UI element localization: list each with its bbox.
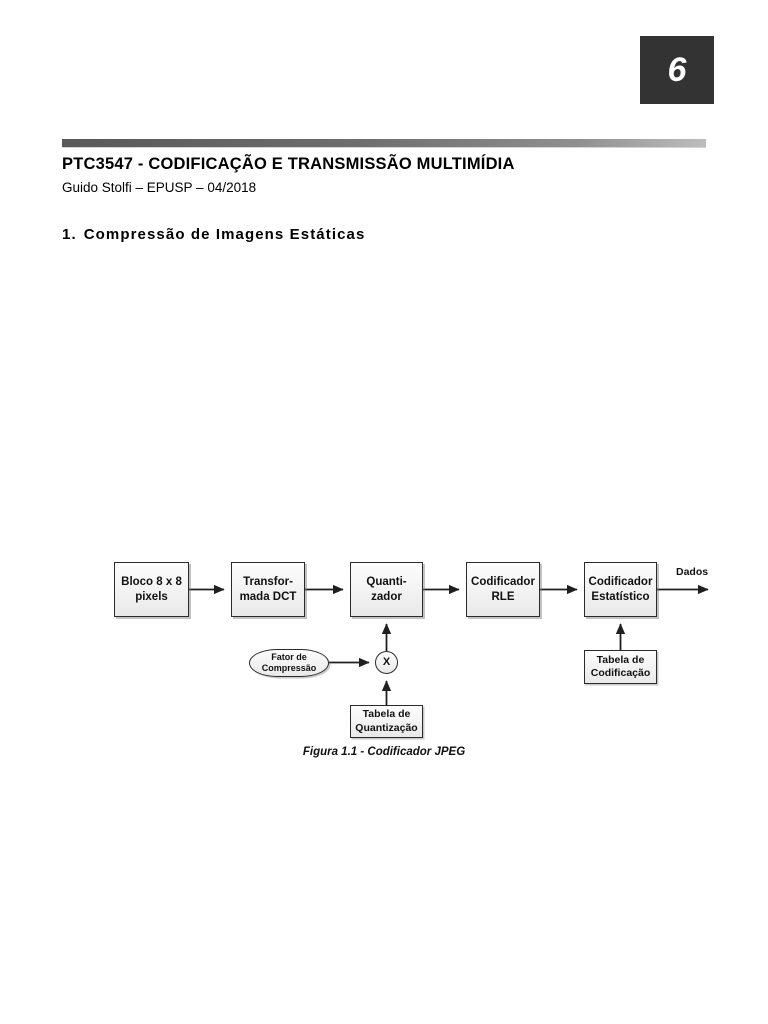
page-number-value: 6	[667, 50, 687, 89]
node-multiplier: X	[375, 651, 398, 674]
node-line-1: Codificador	[588, 576, 653, 589]
node-transformada-dct-label: Transfor- mada DCT	[240, 575, 297, 604]
node-line-1: Codificador	[471, 576, 535, 589]
node-line-1: Transfor-	[243, 576, 293, 589]
section-heading: 1. Compressão de Imagens Estáticas	[62, 226, 365, 243]
node-quantizador-label: Quanti- zador	[366, 575, 406, 604]
node-tabela-de-quantizacao: Tabela de Quantização	[350, 705, 423, 738]
node-line-1: Bloco 8 x 8	[121, 576, 182, 589]
node-line-1: Tabela de	[362, 708, 411, 721]
figure-caption: Figura 1.1 - Codificador JPEG	[302, 746, 466, 758]
node-line-2: Quantização	[355, 721, 418, 734]
node-tabela-de-codificacao: Tabela de Codificação	[584, 650, 657, 684]
header-divider-rule	[62, 139, 706, 148]
node-bloco-8x8-label: Bloco 8 x 8 pixels	[121, 575, 182, 604]
node-tabela-de-codificacao-label: Tabela de Codificação	[591, 654, 651, 680]
node-transformada-dct: Transfor- mada DCT	[231, 562, 305, 617]
node-line-2: Codificação	[590, 667, 651, 679]
node-line-2: Compressão	[261, 663, 317, 673]
node-line-2: zador	[371, 590, 402, 603]
node-line-2: RLE	[491, 590, 515, 603]
node-line-1: Tabela de	[596, 653, 645, 666]
node-codificador-rle: Codificador RLE	[466, 562, 540, 617]
node-codificador-rle-label: Codificador RLE	[471, 575, 535, 604]
page-subtitle: Guido Stolfi – EPUSP – 04/2018	[62, 180, 257, 195]
page-title: PTC3547 - CODIFICAÇÃO E TRANSMISSÃO MULT…	[62, 155, 515, 173]
diagram-output-label: Dados	[676, 566, 709, 578]
node-line-1: Fator de	[271, 651, 307, 662]
node-fator-de-compressao: Fator de Compressão	[249, 649, 329, 677]
section-number: 1.	[62, 226, 77, 243]
node-multiplier-label: X	[382, 655, 391, 668]
node-quantizador: Quanti- zador	[350, 562, 423, 617]
node-line-2: Estatístico	[591, 590, 650, 603]
page-number-badge: 6	[640, 36, 714, 104]
node-codificador-estatistico: Codificador Estatístico	[584, 562, 657, 617]
section-title: Compressão de Imagens Estáticas	[83, 226, 366, 243]
node-line-2: mada DCT	[239, 590, 297, 603]
node-tabela-de-quantizacao-label: Tabela de Quantização	[355, 708, 417, 734]
node-bloco-8x8: Bloco 8 x 8 pixels	[114, 562, 189, 617]
node-codificador-estatistico-label: Codificador Estatístico	[589, 575, 653, 604]
node-line-2: pixels	[135, 590, 168, 603]
node-line-1: Quanti-	[366, 576, 407, 589]
node-fator-de-compressao-label: Fator de Compressão	[262, 652, 317, 675]
